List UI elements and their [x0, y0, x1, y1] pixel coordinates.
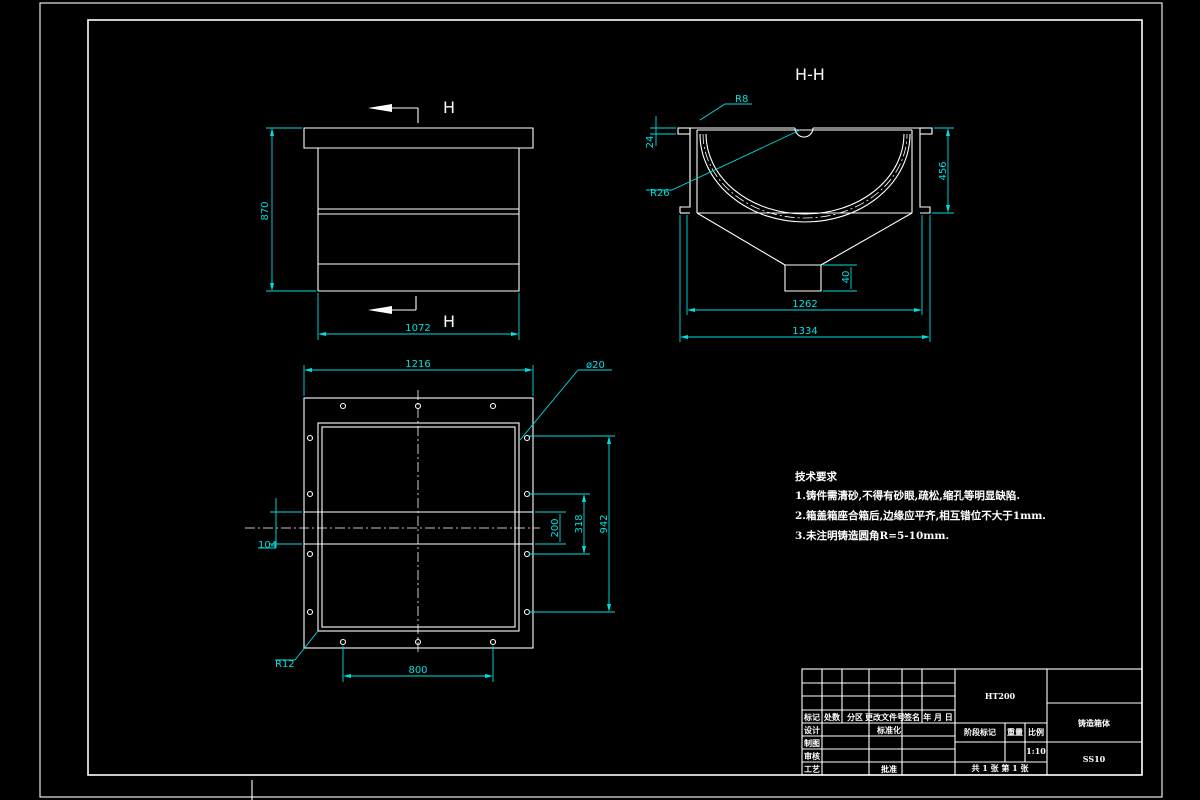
bolt-holes	[306, 402, 531, 646]
dim-r12: R12	[275, 659, 295, 670]
section-view-hh: H-H R8 24 R26	[645, 65, 954, 342]
inner-drawing-frame	[87, 19, 1143, 776]
title-block: HT200 铸造箱体 SS10 标记 处数 分区 更改文件号 签名 年 月 日 …	[801, 668, 1143, 776]
role-drafting: 制图	[804, 738, 820, 748]
material-text: HT200	[985, 691, 1016, 701]
sheets-text: 共 1 张 第 1 张	[971, 763, 1029, 773]
section-title: H-H	[795, 65, 825, 84]
part-name-text: 铸造箱体	[1078, 718, 1111, 728]
role-design: 设计	[804, 725, 820, 735]
role-process: 工艺	[804, 764, 820, 774]
rev-header-sign: 签名	[903, 712, 920, 722]
drawing-no-text: SS10	[1083, 754, 1106, 764]
section-mark-bottom: H	[443, 312, 455, 331]
rev-header-count: 处数	[823, 712, 841, 722]
notes-title: 技术要求	[795, 470, 837, 483]
note-item-2: 2.箱盖箱座合箱后,边缘应平齐,相互错位不大于1mm.	[795, 509, 1046, 522]
rev-header-zone: 分区	[847, 712, 863, 722]
dim-40: 40	[841, 271, 852, 284]
note-item-3: 3.未注明铸造圆角R=5-10mm.	[795, 529, 949, 542]
dim-phi20: ø20	[586, 360, 605, 371]
section-mark-top: H	[443, 98, 455, 117]
dim-r8: R8	[735, 94, 748, 105]
dim-height-870: 870	[260, 201, 271, 220]
rev-header-date: 年 月 日	[923, 712, 953, 722]
dim-1216: 1216	[405, 359, 430, 370]
rev-header-mark: 标记	[803, 712, 820, 722]
front-view: H H 870 1072	[260, 98, 534, 340]
dim-r26: R26	[650, 188, 670, 199]
approve-label: 批准	[881, 764, 897, 774]
scale-label: 比例	[1028, 727, 1044, 737]
scale-value: 1:10	[1026, 746, 1046, 756]
dim-800: 800	[408, 665, 427, 676]
technical-notes: 技术要求 1.铸件需清砂,不得有砂眼,疏松,缩孔等明显缺陷. 2.箱盖箱座合箱后…	[795, 470, 1046, 542]
dim-200: 200	[550, 518, 561, 537]
dim-24: 24	[645, 136, 656, 149]
dim-318: 318	[574, 514, 585, 533]
dim-1262: 1262	[792, 299, 817, 310]
dim-104: 104	[258, 540, 277, 551]
weight-label: 重量	[1007, 727, 1023, 737]
stage-mark-label: 阶段标记	[964, 727, 996, 737]
role-review: 审核	[804, 751, 820, 761]
standardize-label: 标准化	[876, 725, 901, 735]
rev-header-docno: 更改文件号	[865, 712, 905, 722]
plan-view: 1216 ø20 942 318 200 104 R12	[245, 359, 615, 682]
dim-width-1072: 1072	[405, 323, 430, 334]
note-item-1: 1.铸件需清砂,不得有砂眼,疏松,缩孔等明显缺陷.	[795, 489, 1020, 502]
dim-1334: 1334	[792, 326, 817, 337]
dim-942: 942	[599, 514, 610, 533]
dim-456: 456	[938, 161, 949, 180]
outer-sheet-border	[39, 2, 1163, 798]
